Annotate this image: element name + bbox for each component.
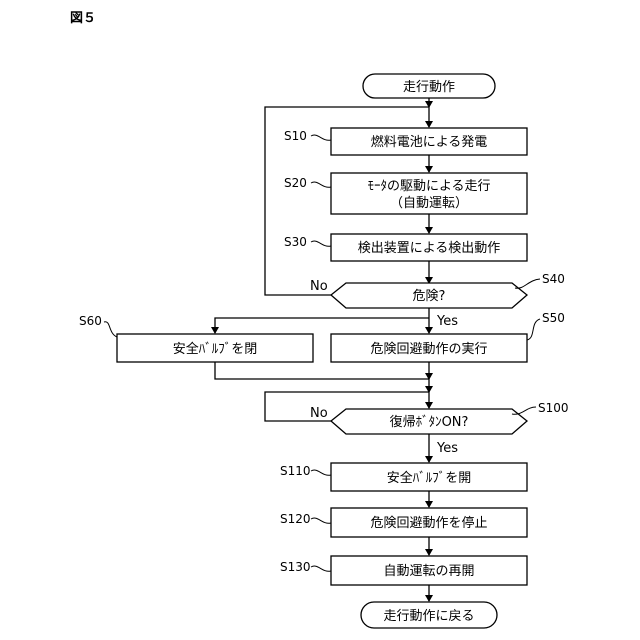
s110-label: 安全ﾊﾞﾙﾌﾞを開 [387, 470, 472, 486]
s40-yes-label: Yes [436, 314, 458, 329]
step-s20-text: S20 [284, 176, 307, 190]
arrow-head [425, 595, 433, 602]
process-s60: 安全ﾊﾞﾙﾌﾞを閉 [117, 334, 313, 362]
figure-label: 図５ [70, 11, 96, 26]
step-label-s10: S10 [284, 129, 331, 143]
end-terminal: 走行動作に戻る [361, 602, 497, 628]
step-label-s40: S40 [515, 272, 565, 288]
s120-label: 危険回避動作を停止 [370, 515, 487, 531]
edge-split-s60 [215, 318, 429, 333]
process-s50: 危険回避動作の実行 [331, 334, 527, 362]
s40-no-label: No [310, 279, 328, 294]
arrow-head [425, 227, 433, 234]
step-label-s60: S60 [79, 314, 117, 337]
step-s40-text: S40 [542, 272, 565, 286]
step-s120-text: S120 [280, 512, 311, 526]
step-s110-text: S110 [280, 464, 311, 478]
arrow-head [425, 166, 433, 173]
s50-label: 危険回避動作の実行 [370, 341, 487, 357]
start-label: 走行動作 [403, 80, 455, 95]
s30-label: 検出装置による検出動作 [358, 241, 501, 256]
process-s10: 燃料電池による発電 [331, 128, 527, 155]
start-terminal: 走行動作 [363, 74, 495, 98]
step-label-s20: S20 [284, 176, 331, 190]
arrow-head [425, 456, 433, 463]
s40-label: 危険? [413, 289, 446, 304]
process-s30: 検出装置による検出動作 [331, 234, 527, 261]
step-label-s120: S120 [280, 512, 331, 526]
arrow-head [425, 121, 433, 128]
s100-no-label: No [310, 406, 328, 421]
s20-label-line1: ﾓｰﾀの駆動による走行 [367, 179, 490, 194]
s10-label: 燃料電池による発電 [371, 134, 488, 150]
process-s130: 自動運転の再開 [331, 556, 527, 585]
decision-s100: 復帰ﾎﾞﾀﾝON? [331, 409, 527, 434]
step-s10-text: S10 [284, 129, 307, 143]
s20-label-line2: （自動運転） [390, 196, 468, 211]
process-s20: ﾓｰﾀの駆動による走行 （自動運転） [331, 173, 527, 214]
step-label-s110: S110 [280, 464, 331, 478]
s100-yes-label: Yes [436, 441, 458, 456]
process-s120: 危険回避動作を停止 [331, 508, 527, 537]
step-s50-text: S50 [542, 311, 565, 325]
arrow-head [425, 402, 433, 409]
step-label-s50: S50 [527, 311, 565, 340]
s130-label: 自動運転の再開 [383, 564, 474, 579]
step-label-s30: S30 [284, 235, 331, 249]
step-s60-text: S60 [79, 314, 102, 328]
s100-label: 復帰ﾎﾞﾀﾝON? [390, 414, 469, 430]
step-s130-text: S130 [280, 560, 311, 574]
arrow-head [211, 327, 219, 334]
decision-s40: 危険? [331, 283, 527, 308]
s60-label: 安全ﾊﾞﾙﾌﾞを閉 [173, 341, 258, 357]
arrow-head [425, 327, 433, 334]
process-s110: 安全ﾊﾞﾙﾌﾞを開 [331, 463, 527, 491]
edge-s60-merge [215, 362, 429, 379]
step-s30-text: S30 [284, 235, 307, 249]
arrow-head [425, 549, 433, 556]
step-s100-text: S100 [538, 401, 569, 415]
end-label: 走行動作に戻る [383, 609, 474, 624]
step-label-s130: S130 [280, 560, 331, 574]
step-label-s100: S100 [512, 401, 569, 415]
arrow-head [425, 501, 433, 508]
